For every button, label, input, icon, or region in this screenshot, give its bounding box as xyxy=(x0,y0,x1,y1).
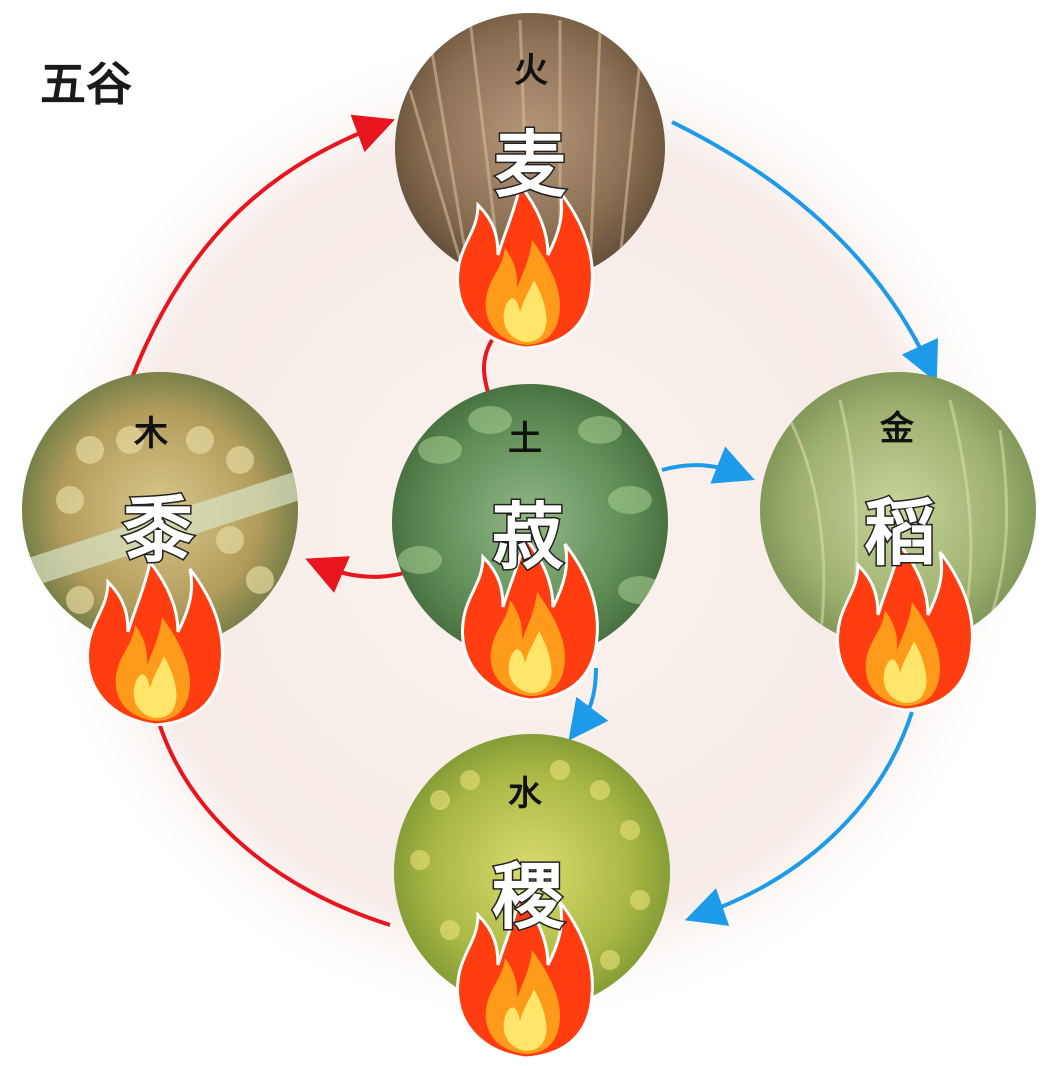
node-shu2: 土 菽 xyxy=(392,384,668,702)
arrow-dao-to-ji xyxy=(684,711,914,926)
grain-label-dao: 稻 xyxy=(864,491,936,575)
grain-label-mai: 麦 xyxy=(494,123,566,207)
grain-label-ji: 稷 xyxy=(492,855,565,939)
element-label-ji: 水 xyxy=(508,774,543,814)
millet-photo xyxy=(394,734,670,1010)
arrow-shu2-to-ji xyxy=(568,667,609,741)
arrow-mai-to-shu2 xyxy=(482,338,494,393)
node-shu: 木 黍 xyxy=(22,372,298,727)
diagram-title: 五谷 xyxy=(40,57,132,111)
arrow-shu2-to-shu xyxy=(305,556,409,593)
rice-photo xyxy=(760,372,1036,648)
node-dao: 金 稻 xyxy=(760,372,1036,712)
element-label-mai: 火 xyxy=(514,51,548,91)
arrow-mai-to-dao xyxy=(671,120,939,383)
grain-label-shu: 黍 xyxy=(122,488,194,572)
arrow-ji-to-shu xyxy=(156,719,391,927)
node-ji: 水 稷 xyxy=(394,734,670,1060)
element-label-dao: 金 xyxy=(879,409,915,449)
element-label-shu2: 土 xyxy=(508,419,542,459)
element-label-shu: 木 xyxy=(133,414,168,454)
arrow-shu-to-mai xyxy=(126,114,395,389)
arrow-shu2-to-dao xyxy=(661,446,755,484)
grain-label-shu2: 菽 xyxy=(492,495,564,579)
node-mai: 火 麦 xyxy=(395,13,665,350)
